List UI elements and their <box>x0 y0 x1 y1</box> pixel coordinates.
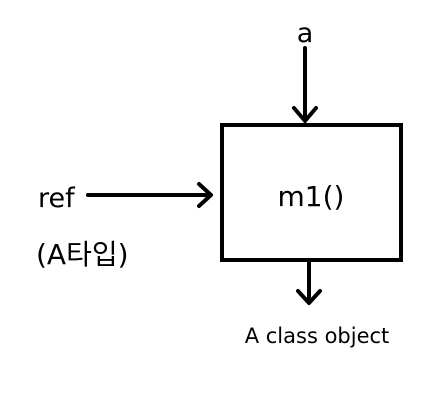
input-ref-label: ref <box>38 183 76 214</box>
input-ref-type-label: (A타입) <box>36 238 129 271</box>
output-label: A class object <box>245 324 390 348</box>
input-a-arrow <box>292 46 318 123</box>
input-a-label: a <box>297 18 314 49</box>
method-box <box>220 123 403 262</box>
output-arrow <box>296 260 322 305</box>
input-ref-arrow <box>86 182 213 208</box>
method-label: m1() <box>278 180 345 213</box>
